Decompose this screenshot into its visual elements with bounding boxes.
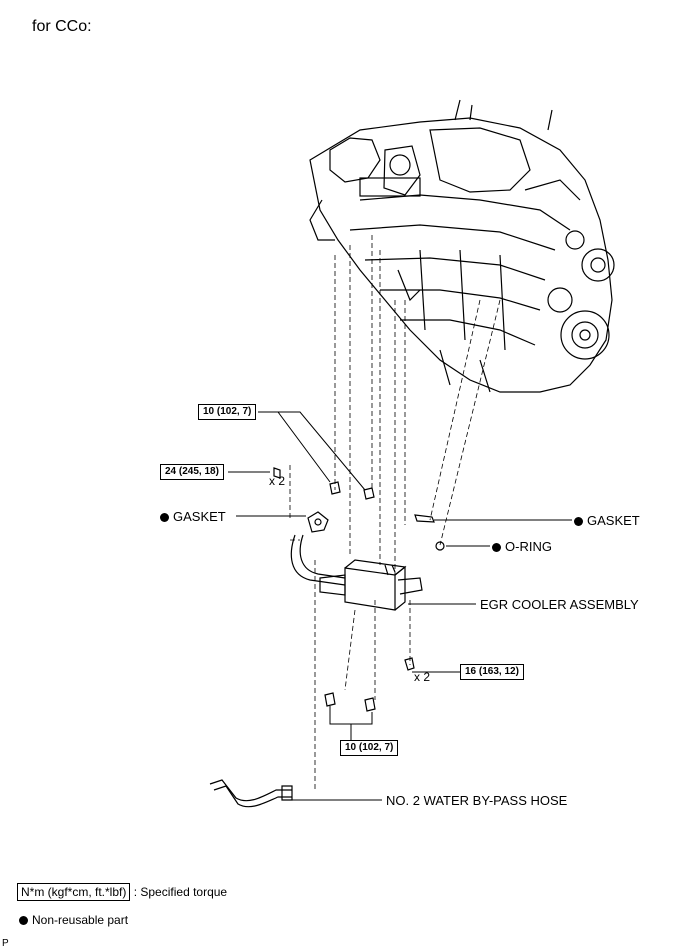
torque-spec-lower-bolts: 16 (163, 12) <box>460 664 524 680</box>
non-reusable-marker-icon <box>19 916 28 926</box>
torque-spec-upper-bolts: 10 (102, 7) <box>198 404 257 420</box>
non-reusable-marker-icon <box>160 513 169 523</box>
legend-torque: N*m (kgf*cm, ft.*lbf) : Specified torque <box>17 883 228 901</box>
legend-non-reusable-desc: Non-reusable part <box>32 913 129 927</box>
legend-torque-units: N*m (kgf*cm, ft.*lbf) <box>17 883 131 901</box>
quantity-pipe-bolts: x 2 <box>269 474 286 488</box>
legend-non-reusable: Non-reusable part <box>19 913 128 927</box>
water-bypass-hose-label: NO. 2 WATER BY-PASS HOSE <box>386 793 568 808</box>
engine-block-illustration <box>309 99 615 393</box>
egr-cooler-label: EGR COOLER ASSEMBLY <box>480 597 639 612</box>
gasket-right-label: GASKET <box>574 513 640 528</box>
o-ring-label: O-RING <box>492 539 552 554</box>
gasket-left-label: GASKET <box>160 509 226 524</box>
torque-spec-bottom-bolts: 10 (102, 7) <box>340 740 399 756</box>
leader-lines <box>228 411 572 801</box>
footer-code: P <box>2 938 9 949</box>
assembly-dashed-lines <box>289 235 501 790</box>
legend-torque-desc: : Specified torque <box>133 885 228 899</box>
non-reusable-marker-icon <box>492 543 501 553</box>
egr-parts-illustration <box>209 467 445 808</box>
quantity-lower-bolts: x 2 <box>414 670 431 684</box>
page-title: for CCo: <box>32 18 92 35</box>
non-reusable-marker-icon <box>574 517 583 527</box>
torque-spec-pipe-bolts: 24 (245, 18) <box>160 464 224 480</box>
